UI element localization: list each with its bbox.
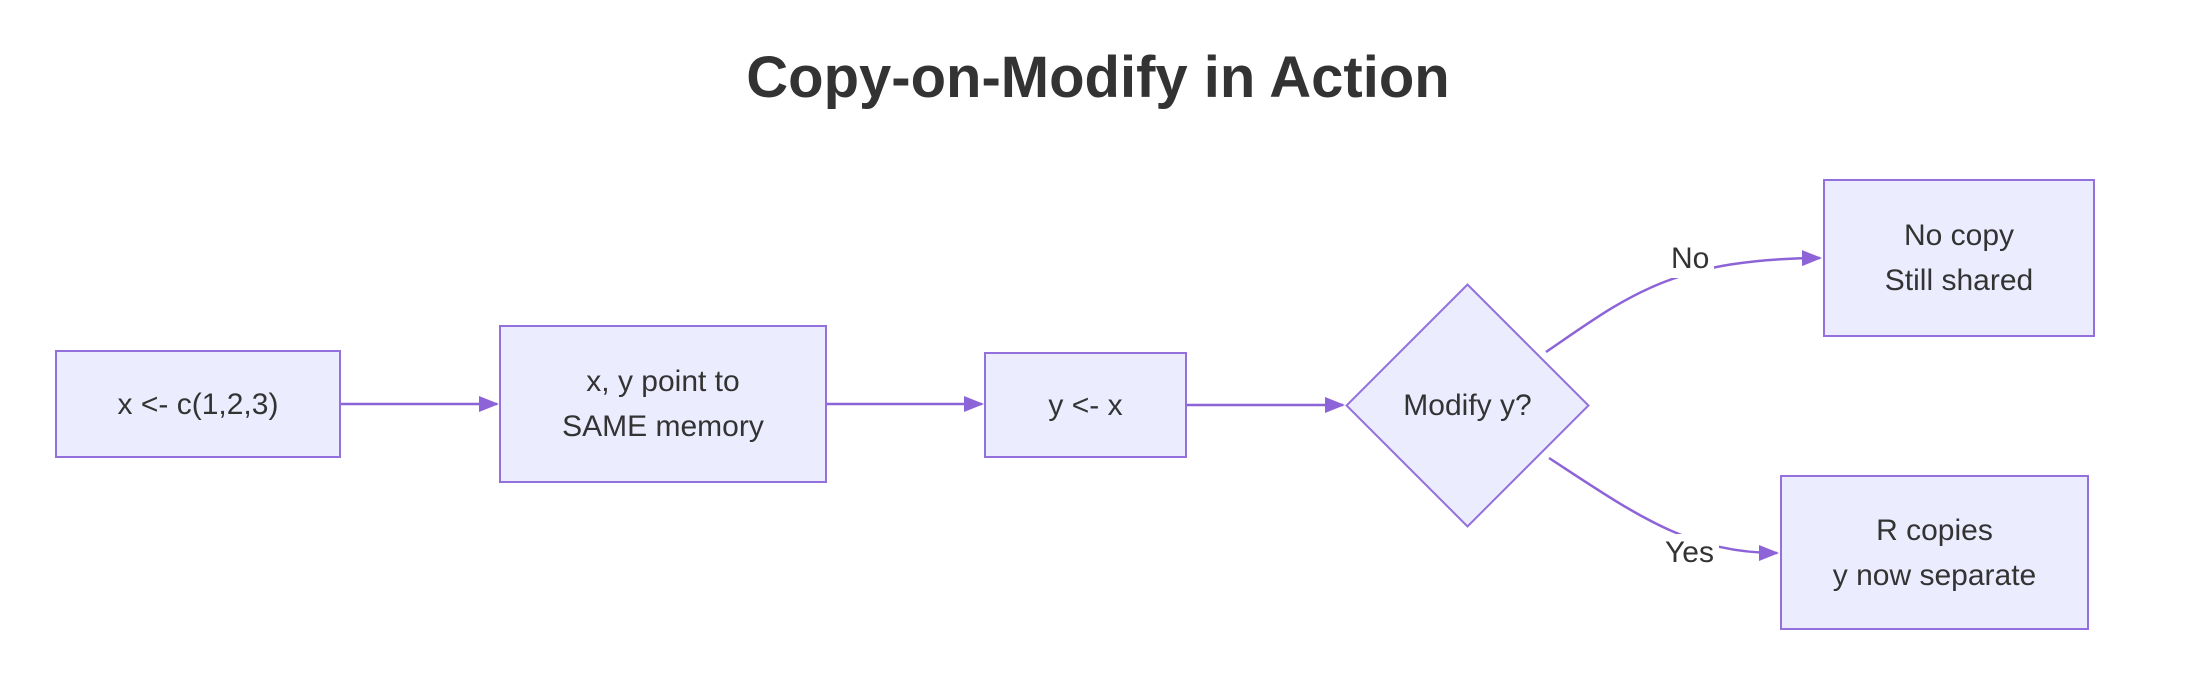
edge-decision-no (1545, 250, 1822, 354)
node-label: x, y point to SAME memory (562, 365, 764, 443)
edge-label-no: No (1666, 240, 1715, 278)
node-label: No copy Still shared (1884, 219, 2034, 297)
node-label: R copies y now separate (1832, 513, 2037, 592)
node-x-assign: x <- c(1,2,3) (55, 350, 341, 458)
node-r-copies: R copies y now separate (1780, 475, 2089, 630)
node-same-memory: x, y point to SAME memory (499, 325, 827, 483)
node-label: x <- c(1,2,3) (117, 387, 279, 421)
diagram-title: Copy-on-Modify in Action (746, 45, 1450, 110)
node-modify-decision: Modify y? (1345, 383, 1590, 428)
node-y-assign: y <- x (984, 352, 1187, 458)
edge-decision-yes (1548, 456, 1779, 561)
edge-label-yes: Yes (1660, 534, 1719, 572)
node-no-copy: No copy Still shared (1823, 179, 2095, 337)
node-label: Modify y? (1403, 388, 1532, 422)
node-label: y <- x (1048, 388, 1123, 422)
